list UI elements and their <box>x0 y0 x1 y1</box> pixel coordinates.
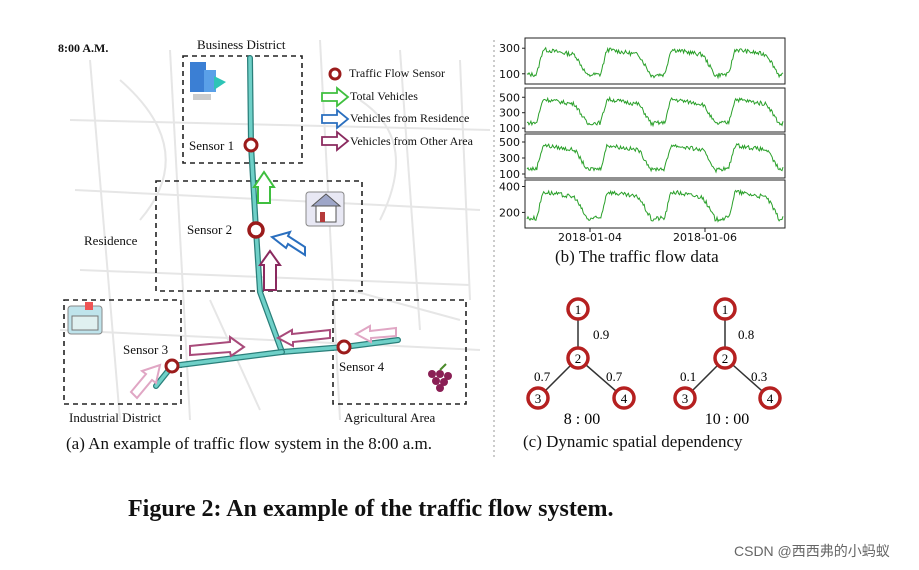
graph-edge-weights: 0.9 0.7 0.7 0.8 0.1 0.3 <box>534 327 767 384</box>
graph-2-node-2-icon <box>713 346 737 370</box>
graph-1-edge-2-4-weight: 0.7 <box>606 369 623 384</box>
chart-panel-1-series-line <box>526 46 784 80</box>
industrial-arrow-icon <box>129 363 162 400</box>
legend-total-label: Total Vehicles <box>350 89 418 103</box>
sensor-3-label: Sensor 3 <box>123 342 169 357</box>
legend-other-label: Vehicles from Other Area <box>350 134 473 148</box>
graph-1-node-1-label: 1 <box>575 302 582 317</box>
graph-2-node-4-label: 4 <box>767 391 774 406</box>
graph-2-edge-2-3-weight: 0.1 <box>680 369 696 384</box>
time-label: 8:00 A.M. <box>58 41 109 55</box>
chart-xtick-label: 2018-01-06 <box>673 231 737 244</box>
other-area-arrow-west-icon <box>275 328 331 348</box>
graph-1-node-2-icon <box>566 346 590 370</box>
legend-residence-label: Vehicles from Residence <box>350 111 470 125</box>
chart-panel-2-series-line <box>526 95 784 128</box>
graph-1-node-3-label: 3 <box>535 391 542 406</box>
chart-panel-3-ytick-label: 300 <box>499 152 520 165</box>
legend-residence-arrow-icon <box>321 108 350 130</box>
graph-1-time-label: 8 : 00 <box>564 411 600 428</box>
chart-panel-1-frame <box>524 37 786 85</box>
sensor-2-marker-icon <box>247 221 265 239</box>
chart-panel-2-ytick-label: 300 <box>499 107 520 120</box>
legend-total-arrow-icon <box>321 86 350 108</box>
factory-icon <box>67 302 103 335</box>
agricultural-area-box <box>332 299 467 405</box>
legend-other-arrow-icon <box>321 130 350 152</box>
graph-2-node-1-icon <box>713 297 737 321</box>
chart-panel-2-ytick-label: 100 <box>499 122 520 135</box>
chart-xtick-label: 2018-01-04 <box>558 231 622 244</box>
sensor-4-marker-icon <box>336 339 352 355</box>
traffic-flow-chart: 3001005003001005003001004002002018-01-04… <box>499 37 786 244</box>
graph-2-node-2-label: 2 <box>722 351 729 366</box>
graph-2-node-3-label: 3 <box>682 391 689 406</box>
map-background-streets <box>59 39 491 421</box>
graph-1-node-3-icon <box>526 386 550 410</box>
csdn-watermark: CSDN @西西弗的小蚂蚁 <box>734 543 890 559</box>
chart-panel-3-ytick-label: 500 <box>499 136 520 149</box>
flow-arrows <box>129 170 397 400</box>
graph-1-node-4-label: 4 <box>621 391 628 406</box>
sensor-markers <box>164 137 352 374</box>
graph-1-edge-1-2-weight: 0.9 <box>593 327 609 342</box>
business-district-label: Business District <box>197 37 286 52</box>
graph-2-node-3-icon <box>673 386 697 410</box>
graph-2-node-4-icon <box>758 386 782 410</box>
graph-2-node-1-label: 1 <box>722 302 729 317</box>
industrial-district-box <box>63 299 182 405</box>
chart-panel-4-ytick-label: 400 <box>499 180 520 193</box>
other-area-arrow-east-icon <box>189 335 246 358</box>
chart-panel-3-ytick-label: 100 <box>499 168 520 181</box>
sensor-1-label: Sensor 1 <box>189 138 235 153</box>
graphs-caption: (c) Dynamic spatial dependency <box>523 432 743 451</box>
chart-panel-2-frame <box>524 87 786 133</box>
spatial-dependency-graphs: 1 2 3 4 1 2 3 4 0.9 0.7 0.7 0.8 0.1 0.3 … <box>526 297 782 428</box>
chart-panel-4-ytick-label: 200 <box>499 206 520 219</box>
graph-time-labels: 8 : 00 10 : 00 <box>564 411 749 428</box>
graph-nodes <box>526 297 782 410</box>
graph-1-node-2-label: 2 <box>575 351 582 366</box>
chart-caption: (b) The traffic flow data <box>555 247 719 266</box>
house-icon <box>305 191 345 227</box>
other-area-arrow-north-icon <box>258 249 282 291</box>
agricultural-area-label: Agricultural Area <box>344 410 436 425</box>
chart-panel-4-frame <box>524 179 786 229</box>
agricultural-arrow-icon <box>353 324 397 344</box>
graph-2-edge-1-2-weight: 0.8 <box>738 327 754 342</box>
legend-sensor-icon <box>328 67 342 81</box>
chart-panel-4-series-line <box>526 188 784 223</box>
business-building-icon <box>190 62 226 100</box>
chart-panel-1-ytick-label: 100 <box>499 68 520 81</box>
graph-1-node-4-icon <box>612 386 636 410</box>
figure-title: Figure 2: An example of the traffic flow… <box>128 496 614 522</box>
legend-icons <box>321 67 350 152</box>
business-district-box <box>182 55 303 164</box>
graph-1-edge-2-3-weight: 0.7 <box>534 369 551 384</box>
map-caption: (a) An example of traffic flow system in… <box>66 434 433 453</box>
sensor-1-marker-icon <box>243 137 259 153</box>
graph-1-node-1-icon <box>566 297 590 321</box>
sensor-2-label: Sensor 2 <box>187 222 233 237</box>
chart-panel-3-series-line <box>526 142 784 174</box>
grapes-icon <box>428 363 452 392</box>
chart-panel-3-frame <box>524 133 786 179</box>
graph-node-labels: 1 2 3 4 1 2 3 4 <box>535 302 774 406</box>
chart-panel-1-ytick-label: 300 <box>499 42 520 55</box>
legend-sensor-label: Traffic Flow Sensor <box>349 66 446 80</box>
total-vehicles-arrow-icon <box>252 170 276 204</box>
residence-vehicles-arrow-icon <box>269 230 306 257</box>
sensor-3-marker-icon <box>164 358 180 374</box>
chart-panel-2-ytick-label: 500 <box>499 91 520 104</box>
graph-2-edge-2-4-weight: 0.3 <box>751 369 767 384</box>
graph-2-time-label: 10 : 00 <box>705 411 749 428</box>
industrial-district-label: Industrial District <box>69 410 162 425</box>
sensor-4-label: Sensor 4 <box>339 359 385 374</box>
residence-label: Residence <box>84 233 138 248</box>
